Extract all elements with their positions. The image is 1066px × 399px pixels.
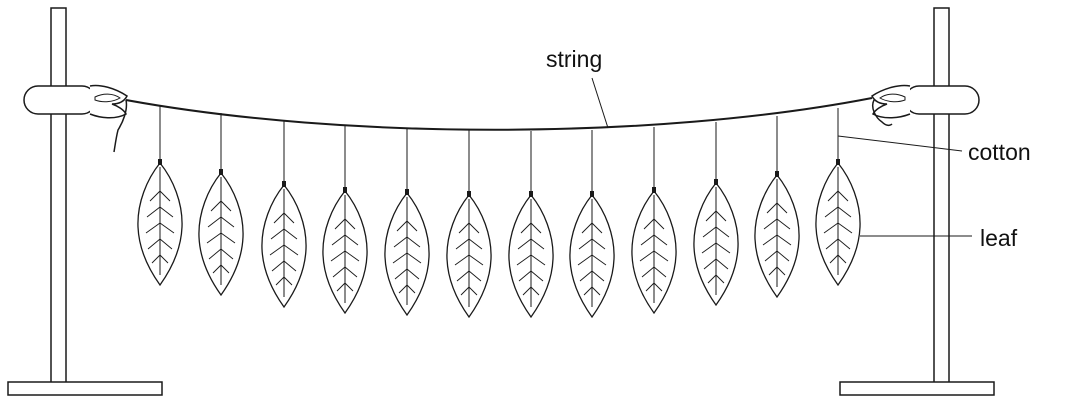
leaf — [137, 158, 183, 286]
cotton-label: cotton — [968, 139, 1031, 165]
leaf — [322, 186, 368, 314]
left-stand-rod — [50, 7, 67, 384]
leaves-group — [137, 106, 861, 318]
right-clamp-boss — [904, 85, 980, 115]
right-stand-base — [839, 381, 995, 396]
leaf-label: leaf — [980, 225, 1018, 251]
right-stand-rod — [933, 7, 950, 384]
cotton-leader-line — [837, 135, 963, 152]
leaf — [569, 190, 615, 318]
leaf — [693, 178, 739, 306]
left-clamp-boss — [23, 85, 97, 115]
leaf — [754, 170, 800, 298]
leaf — [815, 158, 861, 286]
right-string-loose-end — [871, 99, 893, 127]
leaf — [198, 168, 244, 296]
left-stand — [7, 7, 163, 396]
leaf — [384, 188, 430, 316]
string-label: string — [546, 46, 603, 72]
string-line — [125, 97, 873, 131]
leaf — [261, 180, 307, 308]
string-leader-line — [591, 77, 609, 129]
left-stand-base — [7, 381, 163, 396]
leaf — [446, 190, 492, 318]
left-string-loose-end — [113, 99, 128, 153]
right-stand — [839, 7, 995, 396]
leaf — [508, 190, 554, 318]
leaf — [631, 186, 677, 314]
